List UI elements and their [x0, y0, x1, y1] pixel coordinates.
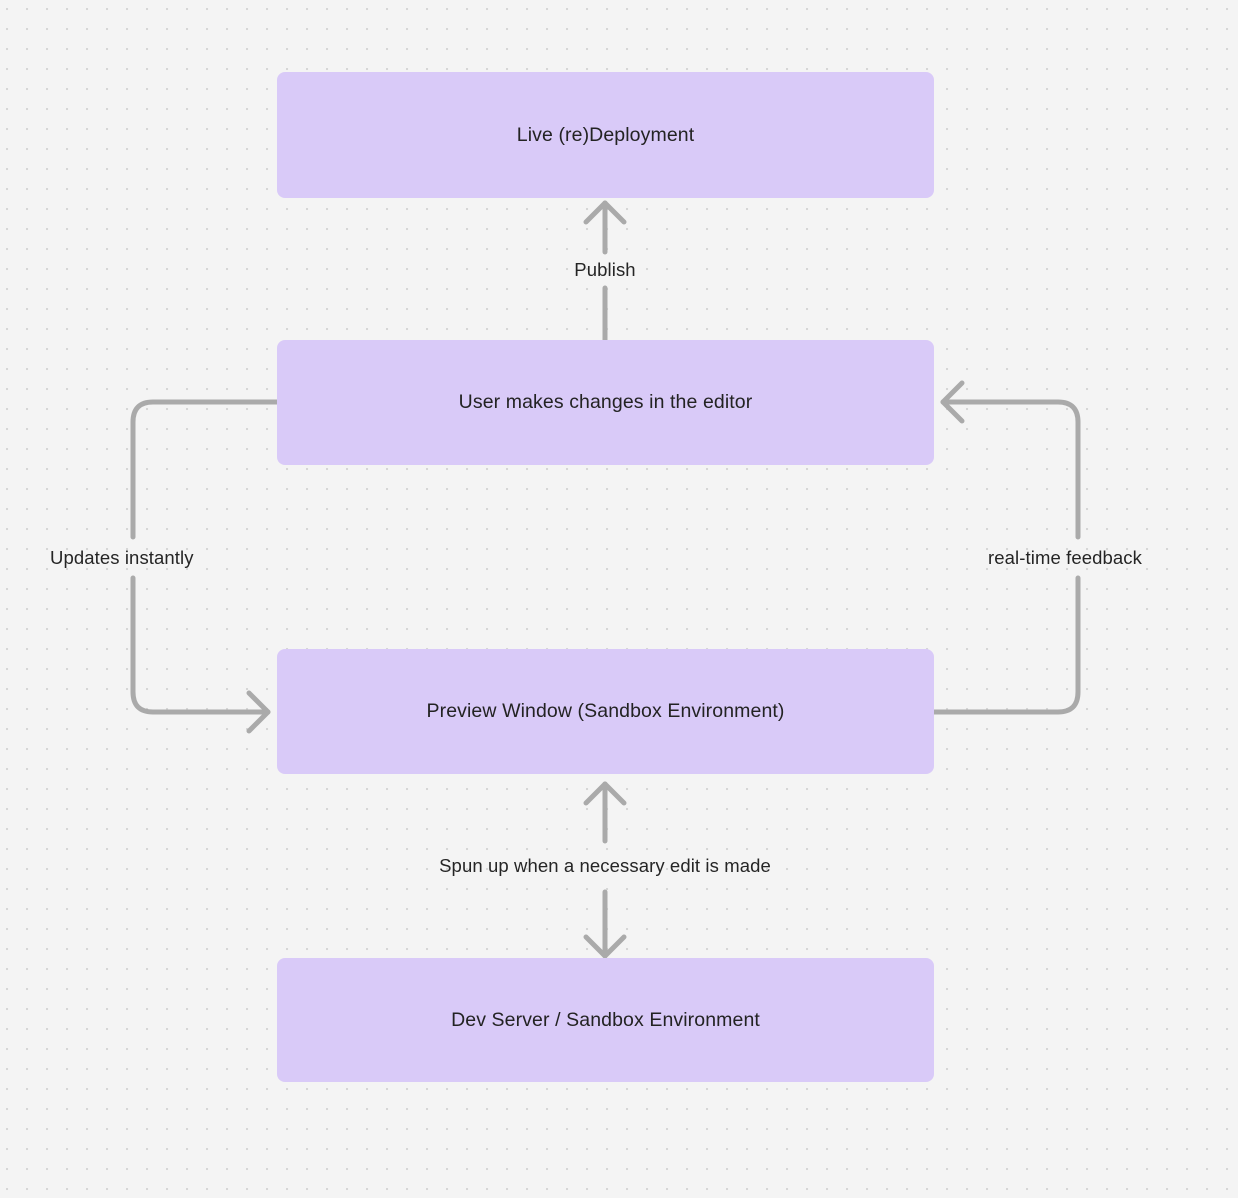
edge-updates-instantly-line-upper	[130, 399, 280, 540]
edge-real-time-feedback-line-lower	[931, 575, 1081, 715]
node-dev-server-label: Dev Server / Sandbox Environment	[451, 1008, 760, 1031]
edge-spun-up-arrowhead-up-icon	[583, 781, 627, 806]
node-live-deployment-label: Live (re)Deployment	[516, 123, 695, 146]
node-live-deployment[interactable]: Live (re)Deployment	[277, 72, 934, 198]
edge-label-spun-up: Spun up when a necessary edit is made	[439, 854, 771, 876]
edge-spun-up-arrowhead-down-icon	[583, 934, 627, 959]
node-preview-window[interactable]: Preview Window (Sandbox Environment)	[277, 649, 934, 774]
node-user-makes-changes[interactable]: User makes changes in the editor	[277, 340, 934, 465]
node-user-makes-changes-label: User makes changes in the editor	[458, 391, 753, 414]
edge-real-time-feedback-line-upper	[940, 399, 1081, 540]
node-dev-server[interactable]: Dev Server / Sandbox Environment	[277, 958, 934, 1082]
edge-label-publish: Publish	[574, 258, 636, 280]
edge-updates-instantly-arrowhead-icon	[246, 690, 271, 734]
edge-real-time-feedback-arrowhead-icon	[940, 380, 965, 424]
edge-publish-arrowhead-icon	[583, 200, 627, 225]
edge-updates-instantly-line-lower	[130, 575, 271, 715]
edge-label-updates-instantly: Updates instantly	[50, 546, 194, 568]
edge-label-real-time-feedback: real-time feedback	[988, 546, 1142, 568]
node-preview-window-label: Preview Window (Sandbox Environment)	[426, 700, 785, 723]
